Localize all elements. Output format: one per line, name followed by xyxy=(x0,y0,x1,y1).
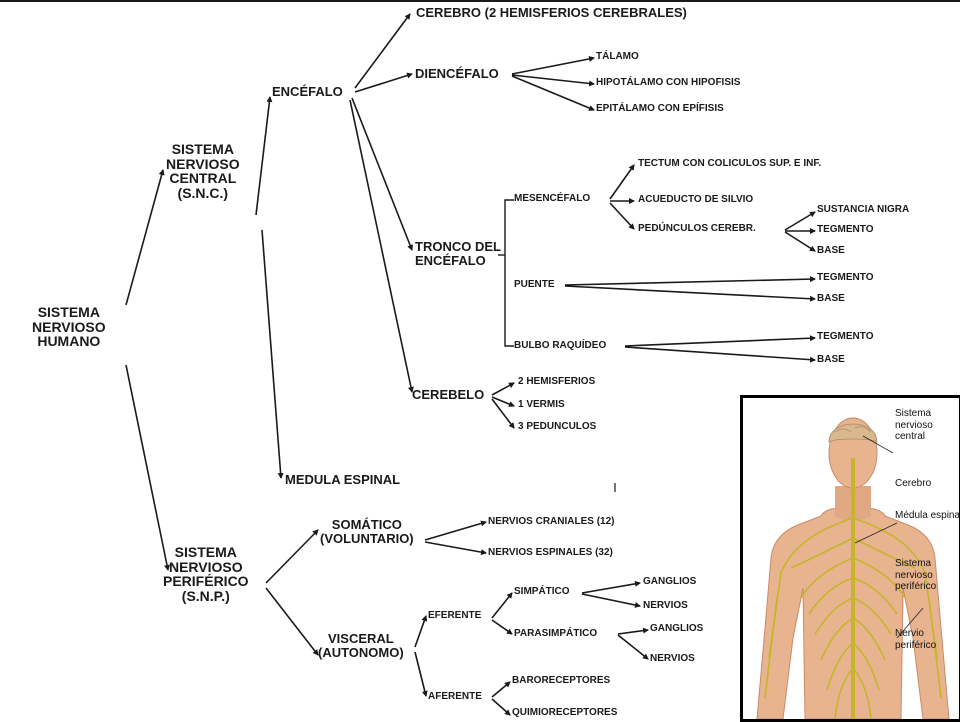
edge-encefalo-cerebro xyxy=(354,13,411,89)
node-diencefalo: DIENCÉFALO xyxy=(415,66,499,81)
edge-snc-medula xyxy=(261,229,284,479)
node-nervios-2: NERVIOS xyxy=(650,653,695,664)
edge-aferente-quimio xyxy=(491,698,511,716)
edge-eferente-simpatico xyxy=(491,592,513,619)
node-epitalamo: EPITÁLAMO CON EPÍFISIS xyxy=(596,103,724,114)
edge-diencefalo-talamo xyxy=(511,56,595,75)
inset-label-nervio: Nervio periférico xyxy=(895,628,937,651)
node-simpatico: SIMPÁTICO xyxy=(514,586,570,597)
node-bulbo: BULBO RAQUÍDEO xyxy=(514,340,607,351)
edge-ped-base xyxy=(784,231,816,252)
edge-puente-base xyxy=(564,285,816,302)
node-acueducto: ACUEDUCTO DE SILVIO xyxy=(638,194,754,205)
edge-puente-tegmento xyxy=(564,276,816,286)
edge-snp-visceral xyxy=(265,587,319,656)
edge-snp-somatico xyxy=(265,529,319,584)
node-encefalo: ENCÉFALO xyxy=(272,84,343,99)
node-root: SISTEMA NERVIOSO HUMANO xyxy=(32,304,106,350)
node-nervios-1: NERVIOS xyxy=(643,600,688,611)
node-snp: SISTEMA NERVIOSO PERIFÉRICO (S.N.P.) xyxy=(163,544,249,605)
node-tegmento-3: TEGMENTO xyxy=(817,331,874,342)
node-quimioreceptores: QUIMIORECEPTORES xyxy=(512,707,618,718)
node-ganglios-2: GANGLIOS xyxy=(650,623,704,634)
node-visceral: VISCERAL (AUTONOMO) xyxy=(318,631,404,660)
node-ganglios-1: GANGLIOS xyxy=(643,576,697,587)
node-medula: MEDULA ESPINAL xyxy=(285,472,401,487)
edge-cerebelo-vermis xyxy=(491,396,515,407)
edge-meso-pedunculos xyxy=(609,202,635,230)
node-tegmento-1: TEGMENTO xyxy=(817,224,874,235)
node-base-2: BASE xyxy=(817,293,845,304)
edge-eferente-parasimpatico xyxy=(491,619,513,635)
node-talamo: TÁLAMO xyxy=(596,51,639,62)
edge-visceral-eferente xyxy=(414,615,428,648)
edge-root-snp xyxy=(125,364,170,571)
edge-bulbo-base xyxy=(624,346,816,363)
node-hemisferios: 2 HEMISFERIOS xyxy=(518,376,596,387)
node-cerebro: CEREBRO (2 HEMISFERIOS CEREBRALES) xyxy=(416,5,687,20)
node-hipotalamo: HIPOTÁLAMO CON HIPOFISIS xyxy=(596,77,741,88)
node-parasimpatico: PARASIMPÁTICO xyxy=(514,628,598,639)
inset-label-cerebro: Cerebro xyxy=(895,478,932,489)
edge-somatico-craneales xyxy=(424,520,487,541)
node-nervios-craneales: NERVIOS CRANIALES (12) xyxy=(488,516,615,527)
edge-encefalo-cerebelo xyxy=(349,99,414,393)
node-pedunculos: 3 PEDUNCULOS xyxy=(518,421,597,432)
edge-visceral-aferente xyxy=(414,651,428,697)
node-sustancia-nigra: SUSTANCIA NIGRA xyxy=(817,204,910,215)
inset-label-snp: Sistema nervioso periférico xyxy=(895,558,937,592)
edge-parasimpatico-nervios xyxy=(617,634,649,660)
node-mesencefalo: MESENCÉFALO xyxy=(514,193,591,204)
node-base-3: BASE xyxy=(817,354,845,365)
edge-diencefalo-epitalamo xyxy=(511,75,595,111)
node-tegmento-2: TEGMENTO xyxy=(817,272,874,283)
edge-bulbo-tegmento xyxy=(624,335,816,347)
edge-simpatico-nervios xyxy=(581,593,641,608)
edge-encefalo-diencefalo xyxy=(354,72,413,93)
node-aferente: AFERENTE xyxy=(428,691,482,702)
node-cerebelo: CEREBELO xyxy=(412,387,485,402)
edge-cerebelo-hemisferios xyxy=(491,382,515,396)
edge-somatico-espinales xyxy=(424,541,487,556)
edge-ped-sustancia xyxy=(784,211,816,231)
peripheral-nerves xyxy=(764,517,942,719)
node-pedunculos-cerebr: PEDÚNCULOS CEREBR. xyxy=(638,223,756,234)
node-base-1: BASE xyxy=(817,245,845,256)
edge-cerebelo-pedunculos xyxy=(491,398,515,429)
node-nervios-espinales: NERVIOS ESPINALES (32) xyxy=(488,547,613,558)
edge-encefalo-tronco xyxy=(351,97,413,251)
anatomy-inset: Sistema nervioso central Cerebro Médula … xyxy=(740,395,960,722)
edge-simpatico-ganglios xyxy=(581,580,641,594)
node-baroreceptores: BARORECEPTORES xyxy=(512,675,611,686)
node-eferente: EFERENTE xyxy=(428,610,482,621)
node-tectum: TECTUM CON COLICULOS SUP. E INF. xyxy=(638,158,822,169)
node-puente: PUENTE xyxy=(514,279,555,290)
node-tronco: TRONCO DEL ENCÉFALO xyxy=(415,239,501,268)
leader-lines xyxy=(854,435,924,639)
edge-aferente-baro xyxy=(491,681,511,698)
edge-diencefalo-hipotalamo xyxy=(511,74,595,87)
top-border xyxy=(0,0,960,2)
body-illustration xyxy=(743,398,959,719)
inset-label-snc: Sistema nervioso central xyxy=(895,408,933,442)
edge-parasimpatico-ganglios xyxy=(617,627,649,635)
node-somatico: SOMÁTICO (VOLUNTARIO) xyxy=(320,517,414,546)
inset-label-medula: Médula espinal xyxy=(895,510,960,521)
edge-snc-encefalo xyxy=(255,96,273,216)
node-snc: SISTEMA NERVIOSO CENTRAL (S.N.C.) xyxy=(166,141,240,202)
edge-meso-tectum xyxy=(609,164,635,200)
node-vermis: 1 VERMIS xyxy=(518,399,565,410)
edge-root-snc xyxy=(125,169,165,306)
